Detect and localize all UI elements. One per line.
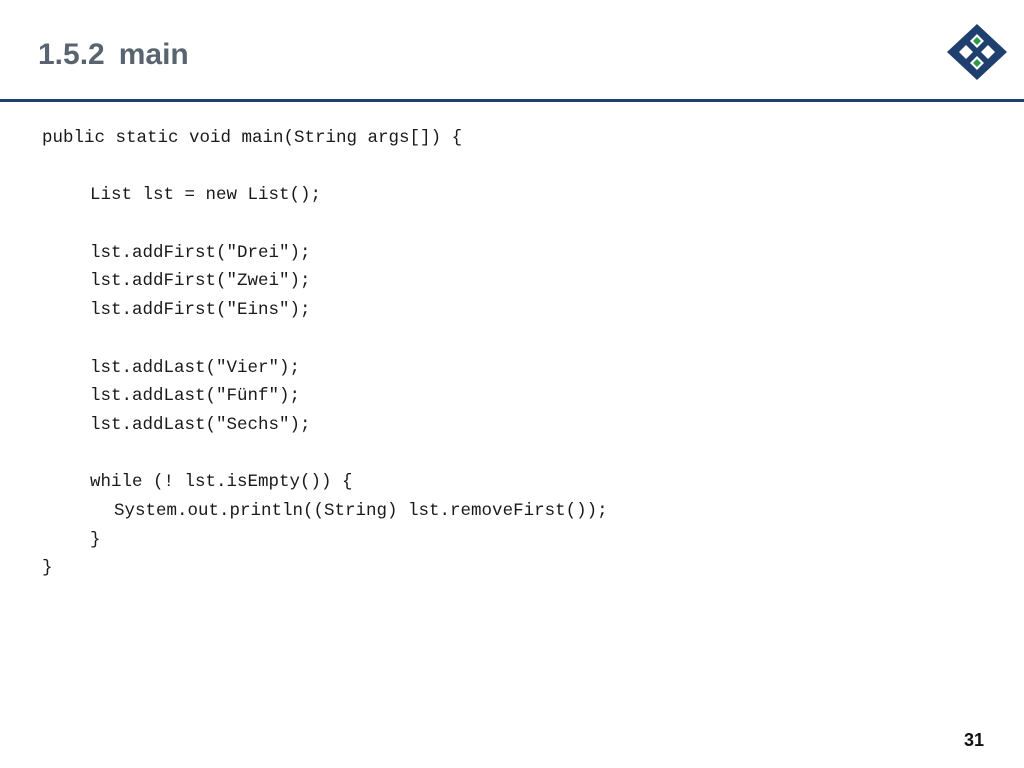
code-line: lst.addFirst("Eins");	[90, 300, 311, 321]
header-divider	[0, 99, 1024, 102]
code-line	[42, 153, 608, 182]
page-number: 31	[963, 730, 984, 750]
diamond-logo-icon	[947, 24, 1007, 80]
logo	[944, 22, 1010, 82]
code-line	[42, 325, 608, 354]
code-line: List lst = new List();	[90, 185, 322, 206]
code-line: public static void main(String args[]) {	[42, 128, 463, 148]
code-line: System.out.println((String) lst.removeFi…	[114, 500, 608, 521]
section-number: 1.5.2	[38, 38, 105, 71]
title-text: main	[118, 38, 189, 71]
code-line: }	[90, 529, 101, 550]
code-line: lst.addFirst("Zwei");	[90, 271, 311, 292]
code-line: lst.addLast("Vier");	[90, 357, 301, 378]
code-line: }	[42, 558, 53, 579]
slide-title: 1.5.2 main	[38, 38, 189, 72]
code-line: while (! lst.isEmpty()) {	[90, 472, 353, 493]
code-line	[42, 440, 608, 469]
code-line: lst.addFirst("Drei");	[90, 242, 311, 263]
code-line	[42, 210, 608, 239]
code-block: public static void main(String args[]) {…	[42, 124, 608, 583]
code-line: lst.addLast("Sechs");	[90, 414, 311, 435]
code-line: lst.addLast("Fünf");	[90, 386, 301, 407]
